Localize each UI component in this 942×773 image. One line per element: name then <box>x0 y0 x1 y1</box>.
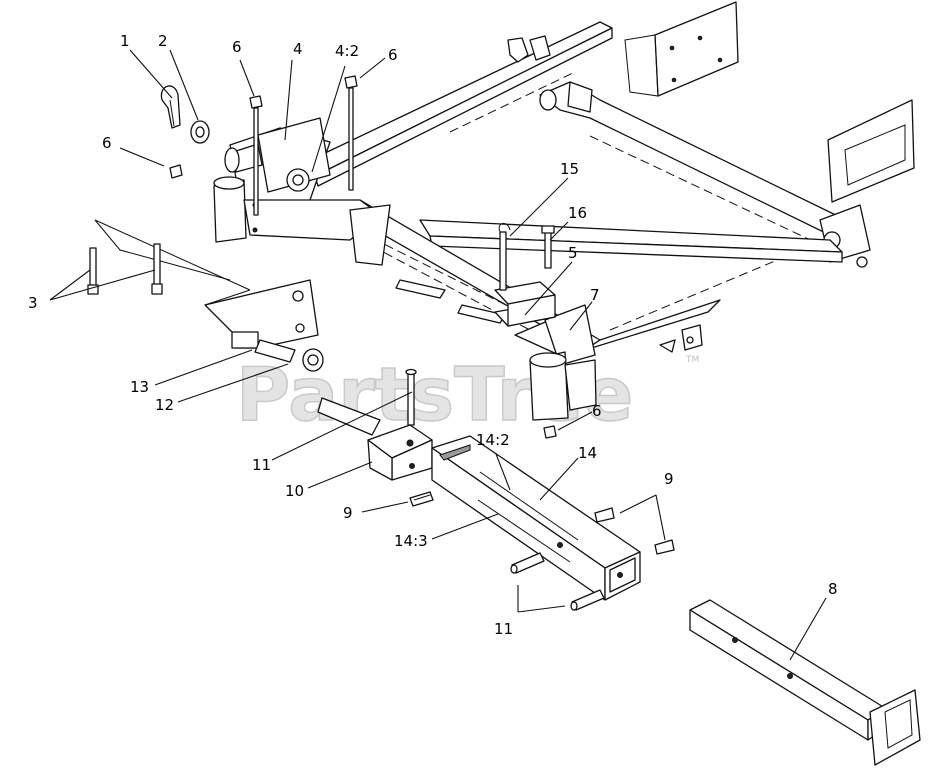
callout-6-right: 6 <box>592 402 602 420</box>
callout-6-top-right: 6 <box>388 46 398 64</box>
callout-9-right: 9 <box>664 470 674 488</box>
part-3-bolts <box>87 243 163 295</box>
callout-8: 8 <box>828 580 838 598</box>
callout-6-top-left: 6 <box>232 38 242 56</box>
tractor-frame <box>299 1 915 353</box>
part-16-bolt <box>541 225 555 269</box>
callout-13: 13 <box>130 378 149 396</box>
part-11-pin-vertical <box>405 368 417 426</box>
part-9-clips-right <box>594 507 675 555</box>
callout-7: 7 <box>590 286 600 304</box>
part-6-nuts <box>169 75 557 439</box>
callout-2: 2 <box>158 32 168 50</box>
callout-4-2: 4:2 <box>335 42 359 60</box>
part-10-bracket <box>317 397 433 481</box>
callout-11-lower: 11 <box>494 620 513 638</box>
part-5-plates <box>494 281 556 327</box>
part-2-washer <box>190 120 210 144</box>
callout-15: 15 <box>560 160 579 178</box>
callout-11-upper: 11 <box>252 456 271 474</box>
callout-14-3: 14:3 <box>394 532 428 550</box>
part-14-tube <box>431 435 641 601</box>
callout-9-left: 9 <box>343 504 353 522</box>
callout-1: 1 <box>120 32 130 50</box>
left-lift-arm <box>94 117 391 306</box>
part-1-clip <box>160 85 181 129</box>
part-12-washer <box>302 348 324 372</box>
callout-16: 16 <box>568 204 587 222</box>
callout-labels: 1 2 6 4 4:2 6 6 15 16 5 7 3 13 12 6 11 1… <box>28 32 838 638</box>
callout-5: 5 <box>568 244 578 262</box>
callout-10: 10 <box>285 482 304 500</box>
part-13-bracket <box>204 279 319 363</box>
leader-lines <box>49 49 827 661</box>
callout-14-2: 14:2 <box>476 431 510 449</box>
callout-4: 4 <box>293 40 303 58</box>
part-9-clip-left <box>409 491 434 507</box>
callout-6-left: 6 <box>102 134 112 152</box>
callout-3: 3 <box>28 294 38 312</box>
callout-14: 14 <box>578 444 597 462</box>
part-8-drawbar <box>689 599 921 766</box>
right-lift-arm <box>514 304 597 421</box>
callout-12: 12 <box>155 396 174 414</box>
watermark-trademark: TM <box>685 355 699 365</box>
part-15-pin <box>498 223 511 291</box>
part-11-pins-horizontal <box>510 552 605 611</box>
